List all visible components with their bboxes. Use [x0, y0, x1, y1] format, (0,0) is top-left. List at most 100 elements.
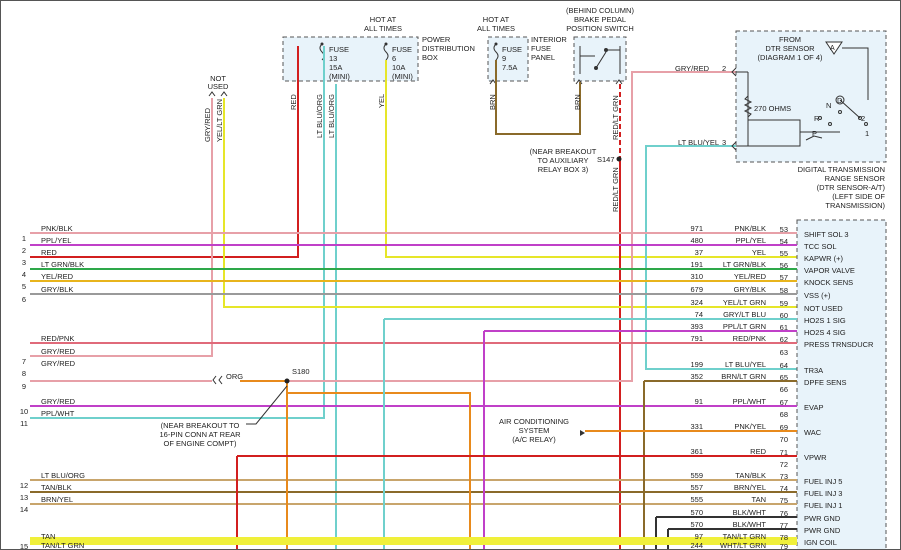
pcm-wire-color: BLK/WHT: [733, 508, 767, 517]
pcm-pin-function: VPWR: [804, 453, 827, 462]
left-row-number: 6: [22, 295, 26, 304]
left-row-number: 2: [22, 246, 26, 255]
wire-label-redltgrn-2: RED/LT GRN: [611, 167, 620, 212]
svg-text:P: P: [812, 129, 817, 138]
pcm-circuit-number: 570: [690, 508, 703, 517]
wire-org-2: [287, 392, 471, 550]
pcm-connector-box: [796, 219, 887, 550]
svg-text:2: 2: [861, 114, 865, 123]
pcm-pin-function: HO2S 4 SIG: [804, 328, 846, 337]
wire-grayltblu: [383, 318, 797, 550]
brake-switch-box: [573, 36, 627, 82]
pcm-pin-function: FUEL INJ 5: [804, 477, 842, 486]
pcm-pin-function: WAC: [804, 428, 822, 437]
pcm-pin-number: 57: [780, 273, 788, 282]
pcm-pin-number: 63: [780, 348, 788, 357]
interior-fuse-panel-box: [487, 36, 529, 82]
pcm-pin-function: VAPOR VALVE: [804, 266, 855, 275]
horizontal-wires: [30, 232, 797, 550]
pcm-wire-color: RED/PNK: [733, 334, 766, 343]
pcm-pin-number: 68: [780, 410, 788, 419]
pcm-wire-color: YEL/RED: [734, 272, 767, 281]
pcm-pin-number: 58: [780, 286, 788, 295]
left-row-number: 9: [22, 382, 26, 391]
pcm-wire-color: TAN/LT GRN: [723, 532, 766, 541]
s180-label: S180: [292, 367, 310, 376]
wire-label-yel: YEL: [377, 94, 386, 108]
pcm-pin-number: 55: [780, 249, 788, 258]
left-wire-label: TAN/LT GRN: [41, 541, 84, 550]
pcm-pin-number: 60: [780, 311, 788, 320]
pcm-pin-function: TCC SOL: [804, 242, 837, 251]
pcm-pin-number: 74: [780, 484, 788, 493]
pcm-circuit-number: 361: [690, 447, 703, 456]
left-wire-label: GRY/RED: [41, 359, 76, 368]
wire-label-redltgrn-1: RED/LT GRN: [611, 95, 620, 140]
s180-splice: [284, 378, 290, 384]
left-row-number: 14: [20, 505, 28, 514]
pcm-pin-function: SHIFT SOL 3: [804, 230, 849, 239]
left-wire-label: GRY/RED: [41, 397, 76, 406]
pcm-pin-function: TR3A: [804, 366, 823, 375]
pcm-wire-color: PNK/BLK: [734, 224, 766, 233]
pcm-pin-number: 62: [780, 335, 788, 344]
pcm-pin-number: 64: [780, 361, 788, 370]
pcm-pin-number: 72: [780, 460, 788, 469]
pcm-circuit-number: 324: [690, 298, 703, 307]
org-wire-label: ORG: [226, 372, 243, 381]
pcm-pin-function: NOT USED: [804, 304, 843, 313]
dtr-wire-label-ltbluyel: LT BLU/YEL: [678, 138, 719, 147]
pcm-circuit-number: 393: [690, 322, 703, 331]
pcm-pin-number: 56: [780, 261, 788, 270]
pcm-circuit-number: 555: [690, 495, 703, 504]
pcm-pin-number: 66: [780, 385, 788, 394]
left-row-number: 10: [20, 407, 28, 416]
wire-label-yelltgrn: YEL/LT GRN: [215, 99, 224, 142]
pcm-circuit-number: 310: [690, 272, 703, 281]
pcm-pin-function: PWR GND: [804, 526, 841, 535]
pcm-wire-color: PPL/WHT: [733, 397, 767, 406]
pcm-pin-number: 75: [780, 496, 788, 505]
pcm-pin-number: 54: [780, 237, 788, 246]
pcm-wire-color: YEL/LT GRN: [723, 298, 766, 307]
pcm-circuit-number: 191: [690, 260, 703, 269]
pcm-pin-function: PWR GND: [804, 514, 841, 523]
pcm-wire-color: BLK/WHT: [733, 520, 767, 529]
left-wire-label: LT BLU/ORG: [41, 471, 85, 480]
pcm-pin-number: 69: [780, 423, 788, 432]
pcm-pin-function: PRESS TRNSDUCR: [804, 340, 874, 349]
ac-arrow: [580, 430, 585, 436]
pcm-wire-color: BRN/LT GRN: [721, 372, 766, 381]
wire-ltbluorg-1: [30, 46, 325, 419]
left-row-number: 3: [22, 258, 26, 267]
pcm-wire-color: BRN/YEL: [734, 483, 766, 492]
wire-brnltgrn: [643, 380, 797, 550]
pcm-wire-color: YEL: [752, 248, 766, 257]
pcm-circuit-number: 91: [695, 397, 703, 406]
pcm-circuit-number: 557: [690, 483, 703, 492]
left-wire-label: LT GRN/BLK: [41, 260, 84, 269]
wire-yel-fuse6: [385, 60, 797, 258]
pcm-pin-number: 67: [780, 398, 788, 407]
left-wire-label: BRN/YEL: [41, 495, 73, 504]
wire-label-ltbluorg-1: LT BLU/ORG: [315, 94, 324, 138]
svg-text:R: R: [814, 114, 820, 123]
pcm-pin-function: FUEL INJ 1: [804, 501, 842, 510]
pcm-wire-color: PPL/YEL: [736, 236, 766, 245]
left-row-number: 12: [20, 481, 28, 490]
highlight-row-16: [30, 537, 797, 545]
pcm-pin-number: 73: [780, 472, 788, 481]
pcm-wire-color: LT GRN/BLK: [723, 260, 766, 269]
wire-brn-loop: [495, 60, 581, 135]
wire-gryred-dtr: [240, 71, 736, 382]
dtr-connector-marks: [731, 67, 737, 151]
pcm-pin-number: 78: [780, 533, 788, 542]
pcm-pin-function: FUEL INJ 3: [804, 489, 842, 498]
pcm-circuit-number: 559: [690, 471, 703, 480]
